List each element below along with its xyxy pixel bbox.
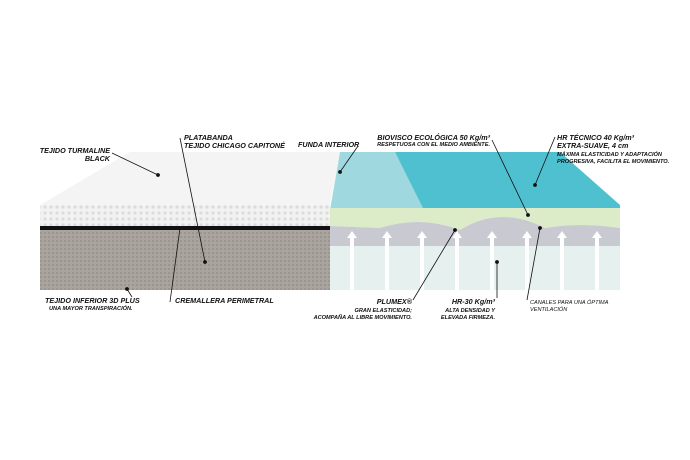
- side-panel: [40, 230, 330, 290]
- plumex-layer: [330, 208, 620, 230]
- top-cover: [40, 152, 340, 205]
- cover-seam: [40, 226, 330, 230]
- label-funda-interior: FUNDA INTERIOR: [298, 140, 360, 149]
- label-plumex: PLUMEX® GRAN ELASTICIDAD; ACOMPAÑA AL LI…: [300, 298, 412, 322]
- leader-lines: [111, 136, 556, 303]
- label-title: EXTRA-SUAVE, 4 cm: [557, 141, 629, 150]
- label-desc: RESPETUOSA CON EL MEDIO AMBIENTE.: [377, 142, 490, 148]
- label-desc: MÁXIMA ELASTICIDAD Y ADAPTACIÓN: [557, 152, 662, 158]
- label-title: HR TÉCNICO 40 Kg/m³: [557, 133, 635, 142]
- label-line: TEJIDO CHICAGO CAPITONÉ: [184, 141, 285, 150]
- hr30-layer: [330, 246, 620, 290]
- label-hr30: HR-30 Kg/m³ ALTA DENSIDAD Y ELEVADA FIRM…: [430, 298, 495, 322]
- label-line: TEJIDO TURMALINE: [39, 146, 110, 155]
- label-line: BLACK: [84, 154, 110, 163]
- interior-cover-band: [330, 216, 620, 246]
- label-cremallera: CREMALLERA PERIMETRAL: [175, 296, 274, 305]
- label-desc: GRAN ELASTICIDAD;: [354, 308, 413, 314]
- label-desc: UNA MAYOR TRANSPIRACIÓN.: [49, 306, 133, 312]
- label-canales: CANALES PARA UNA ÓPTIMA VENTILACIÓN: [530, 300, 608, 314]
- label-title: PLUMEX®: [376, 297, 412, 306]
- top-cover-front: [40, 205, 330, 226]
- label-line: CANALES PARA UNA ÓPTIMA: [530, 300, 609, 306]
- ventilation-arrows: [347, 231, 602, 290]
- label-platabanda: PLATABANDA TEJIDO CHICAGO CAPITONÉ: [184, 134, 285, 150]
- label-desc: PROGRESIVA, FACILITA EL MOVIMIENTO.: [557, 159, 670, 165]
- label-tejido-inferior: TEJIDO INFERIOR 3D PLUS UNA MAYOR TRANSP…: [45, 297, 140, 313]
- biovisco-layer: [330, 152, 425, 210]
- hr-tecnico-layer: [395, 152, 620, 212]
- label-hr-tecnico: HR TÉCNICO 40 Kg/m³ EXTRA-SUAVE, 4 cm MÁ…: [557, 134, 669, 166]
- label-tejido-turmaline: TEJIDO TURMALINE BLACK: [30, 147, 110, 163]
- label-desc: ALTA DENSIDAD Y: [445, 308, 495, 314]
- label-desc: ELEVADA FIRMEZA.: [440, 315, 495, 321]
- label-biovisco: BIOVISCO ECOLÓGICA 50 Kg/m³ RESPETUOSA C…: [360, 134, 490, 149]
- label-title: TEJIDO INFERIOR 3D PLUS: [45, 296, 140, 305]
- label-desc: ACOMPAÑA AL LIBRE MOVIMIENTO.: [313, 315, 412, 321]
- label-line: VENTILACIÓN: [530, 307, 568, 313]
- label-title: HR-30 Kg/m³: [451, 297, 495, 306]
- label-title: BIOVISCO ECOLÓGICA 50 Kg/m³: [377, 133, 490, 142]
- label-line: PLATABANDA: [184, 133, 233, 142]
